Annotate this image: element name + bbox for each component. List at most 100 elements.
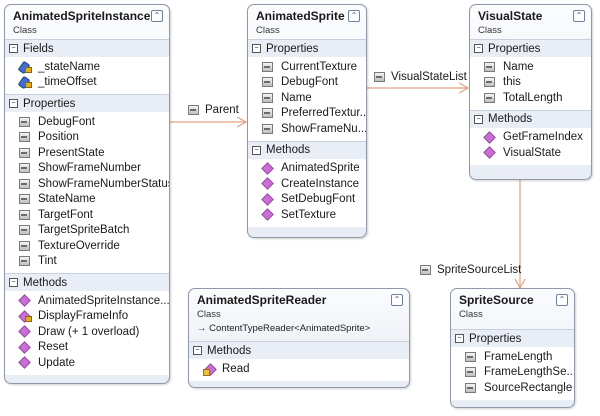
- method-icon: [483, 131, 496, 144]
- property-icon: [484, 77, 495, 88]
- method-icon: [261, 208, 274, 221]
- parent-association-label: Parent: [188, 104, 239, 116]
- properties-section-header[interactable]: −Properties: [5, 94, 169, 112]
- property-item[interactable]: Position: [5, 130, 169, 146]
- property-item[interactable]: StateName: [5, 192, 169, 208]
- field-item[interactable]: _stateName: [5, 59, 169, 75]
- collapse-chevron-icon[interactable]: ⌃: [391, 294, 403, 306]
- class-header: VisualState Class ⌃: [470, 5, 591, 39]
- property-item[interactable]: this: [470, 75, 591, 91]
- method-icon: [261, 162, 274, 175]
- collapse-minus-icon[interactable]: −: [9, 99, 18, 108]
- spritesourcelist-association-label: SpriteSourceList: [420, 264, 521, 276]
- properties-section-header[interactable]: −Properties: [248, 39, 366, 57]
- collapse-minus-icon[interactable]: −: [474, 114, 483, 124]
- method-item[interactable]: SetDebugFont: [248, 192, 366, 208]
- property-icon: [484, 61, 495, 72]
- class-box-animatedsprite[interactable]: AnimatedSprite Class ⌃ −Properties Curre…: [247, 4, 367, 238]
- property-item[interactable]: Tint: [5, 254, 169, 270]
- method-item[interactable]: Read: [189, 361, 409, 377]
- property-item[interactable]: DebugFont: [248, 75, 366, 91]
- class-name: AnimatedSpriteInstance: [13, 9, 151, 23]
- property-item[interactable]: Name: [248, 90, 366, 106]
- collapse-minus-icon[interactable]: −: [252, 145, 261, 155]
- collapse-minus-icon[interactable]: −: [9, 278, 18, 287]
- method-item[interactable]: VisualState: [470, 145, 591, 161]
- methods-section-header[interactable]: −Methods: [5, 273, 169, 291]
- class-stereotype: Class: [459, 309, 483, 320]
- collapse-chevron-icon[interactable]: ⌃: [151, 10, 163, 22]
- property-icon: [19, 240, 30, 251]
- method-item[interactable]: GetFrameIndex: [470, 130, 591, 146]
- property-icon: [465, 351, 476, 362]
- class-name: AnimatedSpriteReader: [197, 293, 327, 307]
- property-item[interactable]: Name: [470, 59, 591, 75]
- property-item[interactable]: TextureOverride: [5, 238, 169, 254]
- property-item[interactable]: PresentState: [5, 145, 169, 161]
- property-item[interactable]: TargetSpriteBatch: [5, 223, 169, 239]
- method-item[interactable]: SetTexture: [248, 207, 366, 223]
- fields-section-header[interactable]: −Fields: [5, 39, 169, 57]
- class-box-animatedspritereader[interactable]: AnimatedSpriteReader Class → ContentType…: [188, 288, 410, 388]
- class-stereotype: Class: [197, 309, 221, 320]
- method-item[interactable]: AnimatedSprite: [248, 161, 366, 177]
- methods-section-header[interactable]: −Methods: [189, 341, 409, 359]
- collapse-minus-icon[interactable]: −: [455, 334, 464, 343]
- class-name: SpriteSource: [459, 293, 534, 307]
- property-item[interactable]: CurrentTexture: [248, 59, 366, 75]
- private-field-icon: [17, 75, 32, 90]
- properties-section-header[interactable]: −Properties: [470, 39, 591, 57]
- visualstatelist-label: VisualStateList: [391, 71, 467, 83]
- property-item[interactable]: ShowFrameNumber: [5, 161, 169, 177]
- property-item[interactable]: PreferredTextur...: [248, 106, 366, 122]
- method-icon: [483, 146, 496, 159]
- collapse-chevron-icon[interactable]: ⌃: [573, 10, 585, 22]
- protected-method-icon: [203, 363, 217, 376]
- class-box-animatedspriteinstance[interactable]: AnimatedSpriteInstance Class ⌃ −Fields _…: [4, 4, 170, 384]
- method-item[interactable]: CreateInstance: [248, 176, 366, 192]
- method-icon: [18, 356, 31, 369]
- class-header: AnimatedSpriteInstance Class ⌃: [5, 5, 169, 39]
- private-method-icon: [18, 310, 32, 323]
- method-item[interactable]: DisplayFrameInfo: [5, 309, 169, 325]
- method-item[interactable]: Draw (+ 1 overload): [5, 324, 169, 340]
- field-item[interactable]: _timeOffset: [5, 75, 169, 91]
- methods-section-header[interactable]: −Methods: [248, 140, 366, 159]
- collapse-chevron-icon[interactable]: ⌃: [556, 294, 568, 306]
- private-field-icon: [17, 60, 32, 75]
- property-item[interactable]: DebugFont: [5, 114, 169, 130]
- class-box-visualstate[interactable]: VisualState Class ⌃ −Properties Name thi…: [469, 4, 592, 180]
- collapse-minus-icon[interactable]: −: [252, 44, 261, 53]
- method-item[interactable]: Update: [5, 355, 169, 371]
- class-header: SpriteSource Class ⌃: [451, 289, 574, 323]
- property-icon: [374, 72, 385, 82]
- class-name: AnimatedSprite: [256, 9, 345, 23]
- methods-list: AnimatedSprite CreateInstance SetDebugFo…: [248, 158, 366, 227]
- property-item[interactable]: FrameLengthSe...: [451, 365, 574, 381]
- method-icon: [261, 193, 274, 206]
- method-item[interactable]: AnimatedSpriteInstance...: [5, 293, 169, 309]
- property-item[interactable]: ShowFrameNu...: [248, 121, 366, 137]
- property-icon: [262, 123, 273, 134]
- collapse-minus-icon[interactable]: −: [474, 44, 483, 53]
- method-icon: [18, 341, 31, 354]
- spritesourcelist-label: SpriteSourceList: [437, 264, 522, 276]
- class-box-spritesource[interactable]: SpriteSource Class ⌃ −Properties FrameLe…: [450, 288, 575, 408]
- method-icon: [261, 177, 274, 190]
- method-item[interactable]: Reset: [5, 340, 169, 356]
- property-item[interactable]: TotalLength: [470, 90, 591, 106]
- property-icon: [262, 108, 273, 119]
- parent-label: Parent: [205, 104, 239, 116]
- methods-section-header[interactable]: −Methods: [470, 109, 591, 128]
- collapse-minus-icon[interactable]: −: [9, 44, 18, 53]
- collapse-chevron-icon[interactable]: ⌃: [348, 10, 360, 22]
- visualstatelist-arrowhead: [458, 82, 470, 94]
- properties-section-header[interactable]: −Properties: [451, 329, 574, 347]
- property-item[interactable]: FrameLength: [451, 349, 574, 365]
- property-item[interactable]: SourceRectangle: [451, 380, 574, 396]
- class-stereotype: Class: [478, 25, 502, 36]
- property-item[interactable]: TargetFont: [5, 207, 169, 223]
- property-icon: [19, 116, 30, 127]
- collapse-minus-icon[interactable]: −: [193, 346, 202, 355]
- property-item[interactable]: ShowFrameNumberStatus: [5, 176, 169, 192]
